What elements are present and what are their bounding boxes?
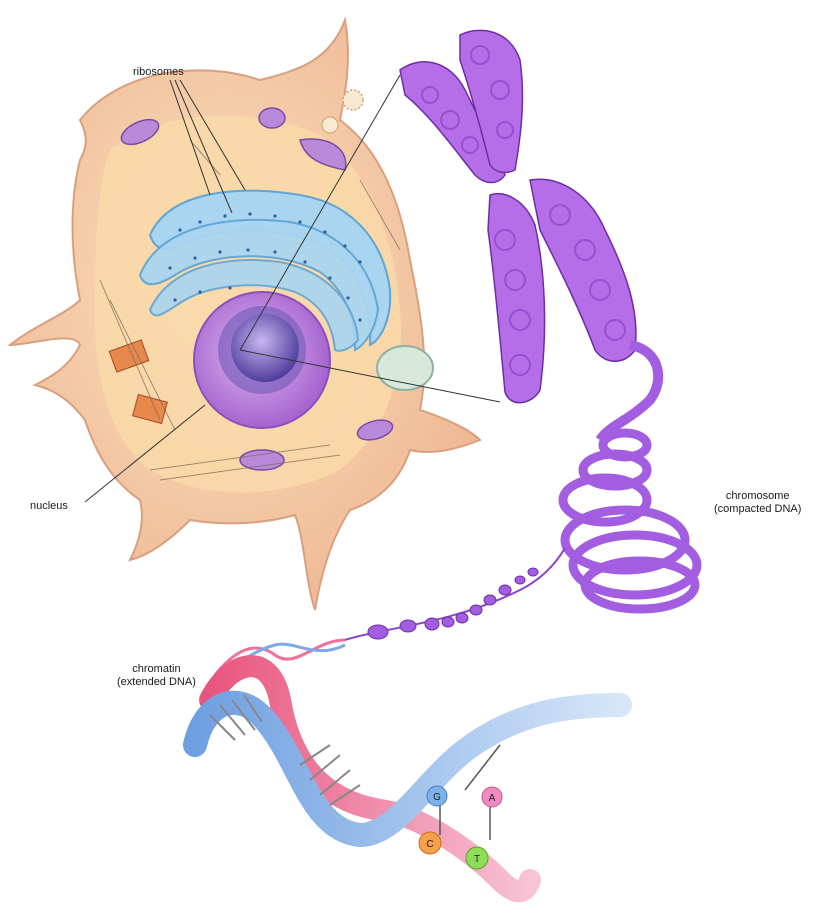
vacuole bbox=[343, 90, 363, 110]
base-t-label: T bbox=[474, 854, 480, 865]
chromosome-label-line1: chromosome bbox=[714, 490, 801, 503]
base-c-label: C bbox=[426, 839, 433, 850]
chromatid-lower-right bbox=[530, 179, 636, 361]
base-t: T bbox=[466, 847, 488, 869]
dna-double-helix bbox=[195, 640, 620, 891]
vacuole-small bbox=[322, 117, 338, 133]
chromatin-label: chromatin (extended DNA) bbox=[117, 663, 196, 689]
chromatid-lower-left bbox=[488, 194, 545, 403]
dna-strand-blue bbox=[195, 703, 620, 835]
chromosome-label: chromosome (compacted DNA) bbox=[714, 490, 801, 516]
nucleus-label: nucleus bbox=[30, 500, 68, 513]
ribosomes-label-text: ribosomes bbox=[133, 66, 184, 79]
base-a-label: A bbox=[489, 793, 496, 804]
base-a: A bbox=[482, 787, 502, 807]
chromatin-label-line1: chromatin bbox=[117, 663, 196, 676]
base-g: G bbox=[427, 786, 447, 806]
nucleosomes bbox=[345, 548, 565, 640]
base-c: C bbox=[419, 832, 441, 854]
ribosomes-label: ribosomes bbox=[133, 66, 184, 79]
cell bbox=[10, 20, 480, 610]
nucleus-label-text: nucleus bbox=[30, 500, 68, 513]
base-g-label: G bbox=[433, 792, 441, 803]
chromatin-label-line2: (extended DNA) bbox=[117, 676, 196, 689]
chromosome-label-line2: (compacted DNA) bbox=[714, 503, 801, 516]
supercoil bbox=[563, 433, 697, 609]
chromosome bbox=[400, 30, 658, 440]
